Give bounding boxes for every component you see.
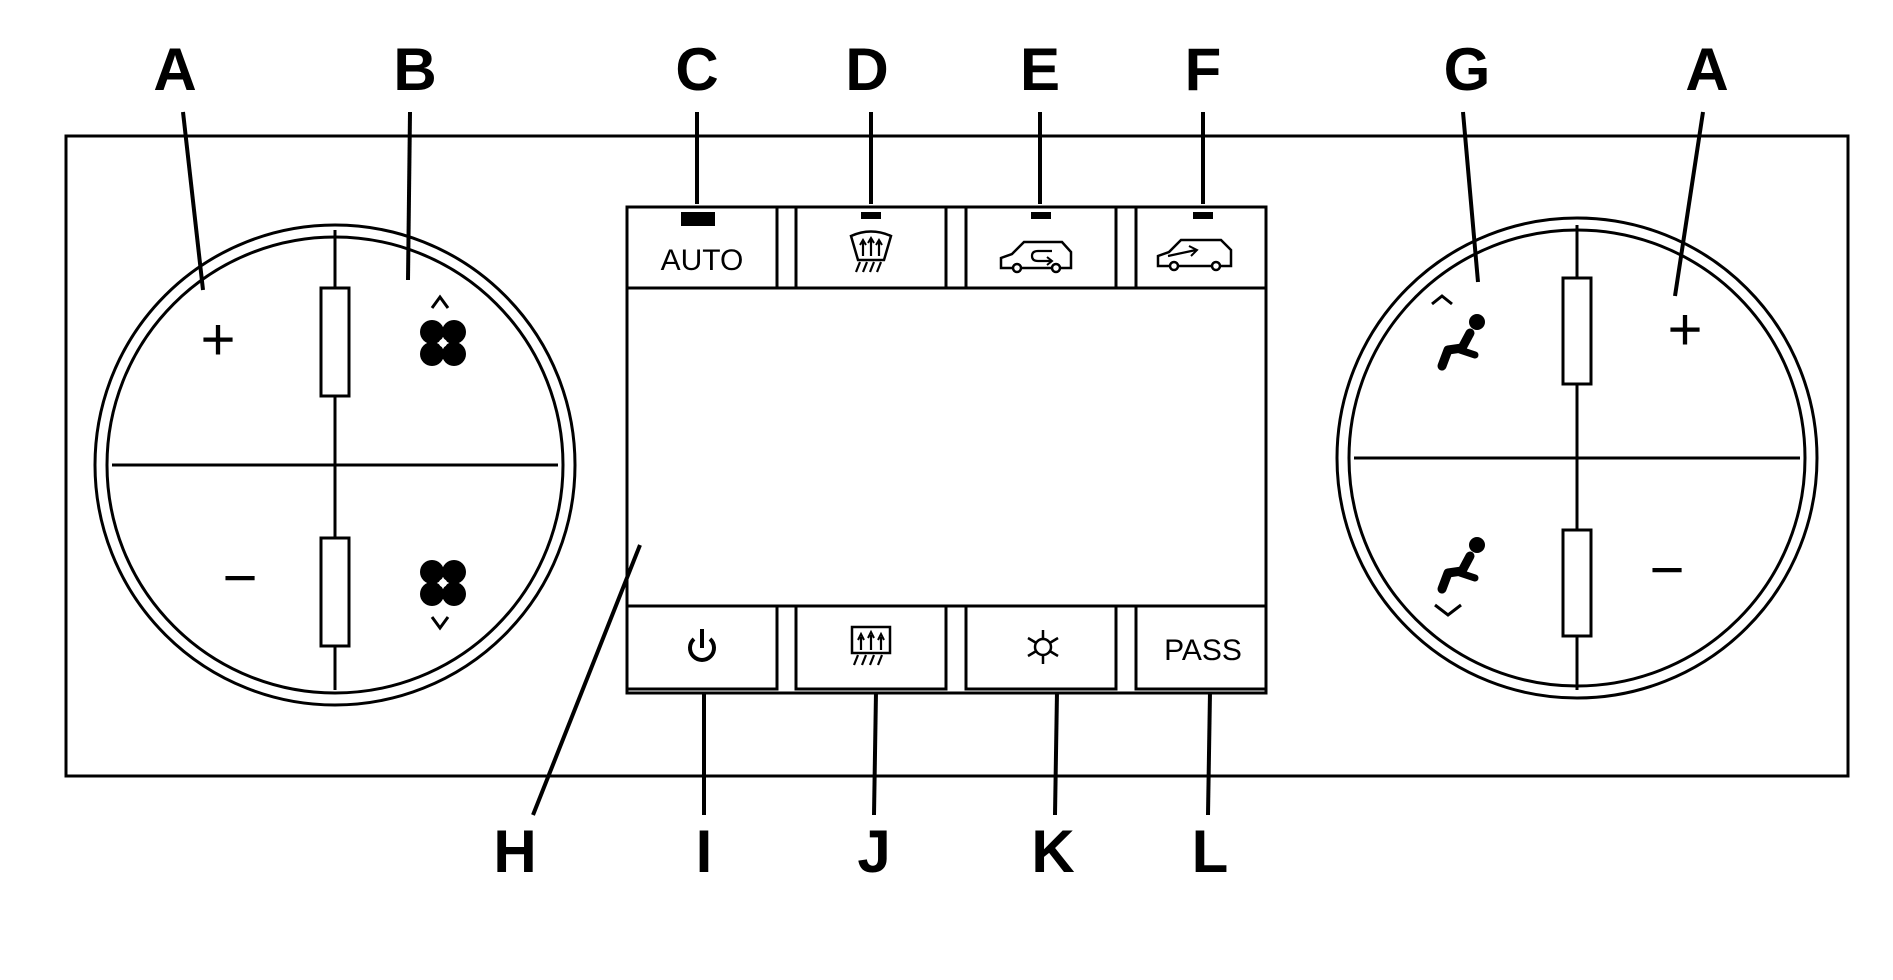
right-knob[interactable]: + − (1335, 216, 1819, 700)
left-knob-upper-slot (319, 286, 351, 398)
right-temp-minus-symbol[interactable]: − (1649, 536, 1684, 603)
leader-line-l (1206, 691, 1212, 816)
power-button[interactable] (625, 604, 779, 691)
left-knob[interactable]: + − (93, 223, 577, 707)
seat-icon (1437, 314, 1485, 371)
left-temp-minus-symbol[interactable]: − (222, 544, 257, 611)
auto-button[interactable]: AUTO (625, 205, 779, 290)
callout-d: D (845, 36, 888, 103)
leader-line-h (531, 544, 642, 816)
callout-f: F (1185, 36, 1222, 103)
right-knob-upper-slot (1561, 276, 1593, 386)
seat-control-down[interactable] (1434, 537, 1485, 617)
left-temp-plus-symbol[interactable]: + (200, 306, 235, 373)
fan-speed-up-control[interactable] (420, 294, 466, 366)
callout-h: H (493, 818, 536, 885)
right-knob-outer-ring (1335, 216, 1819, 700)
leader-line-j (872, 691, 878, 816)
right-knob-lower-slot (1561, 528, 1593, 638)
right-temp-plus-symbol[interactable]: + (1667, 296, 1702, 363)
callout-c: C (675, 36, 718, 103)
callout-e: E (1020, 36, 1060, 103)
recirculation-icon (999, 240, 1073, 274)
leader-line-b (406, 111, 412, 281)
leader-line-g (1461, 111, 1480, 283)
recirculation-indicator-light (1031, 212, 1051, 219)
callout-l: L (1192, 818, 1229, 885)
fan-speed-down-control[interactable] (420, 560, 466, 631)
auto-button-label: AUTO (661, 244, 744, 277)
callout-a-left: A (153, 36, 196, 103)
leader-lines (181, 111, 1705, 816)
power-icon (688, 629, 716, 662)
leader-line-a-right (1673, 111, 1705, 297)
leader-line-a-left (181, 111, 205, 291)
chevron-down-icon (1434, 603, 1462, 617)
left-knob-lower-slot (319, 536, 351, 648)
recirculation-button[interactable] (964, 205, 1118, 290)
leader-line-k (1053, 691, 1059, 816)
fan-icon (420, 320, 466, 366)
callout-b: B (393, 36, 436, 103)
chevron-down-icon (430, 616, 450, 631)
outside-air-indicator-light (1193, 212, 1213, 219)
chevron-up-icon (430, 294, 450, 309)
front-defrost-indicator-light (861, 212, 881, 219)
callout-k: K (1031, 818, 1074, 885)
callout-j: J (857, 818, 890, 885)
pass-button-label: PASS (1164, 634, 1242, 667)
outside-air-icon (1156, 238, 1233, 272)
outside-air-button[interactable] (1134, 205, 1268, 290)
snowflake-icon (1027, 630, 1059, 664)
rear-defrost-button[interactable] (794, 604, 948, 691)
front-defrost-button[interactable] (794, 205, 948, 290)
rear-defrost-icon (850, 625, 892, 666)
callout-g: G (1444, 36, 1491, 103)
front-defrost-icon (849, 230, 893, 273)
callout-a-right: A (1685, 36, 1728, 103)
callout-i: I (696, 818, 713, 885)
ac-button[interactable] (964, 604, 1118, 691)
control-panel-outline (64, 134, 1850, 778)
left-knob-outer-ring (93, 223, 577, 707)
passenger-button[interactable]: PASS (1134, 604, 1268, 691)
seat-control-up[interactable] (1431, 294, 1485, 371)
auto-indicator-light (681, 212, 715, 226)
seat-icon (1437, 537, 1485, 594)
fan-icon (420, 560, 466, 606)
chevron-up-icon (1431, 294, 1453, 306)
